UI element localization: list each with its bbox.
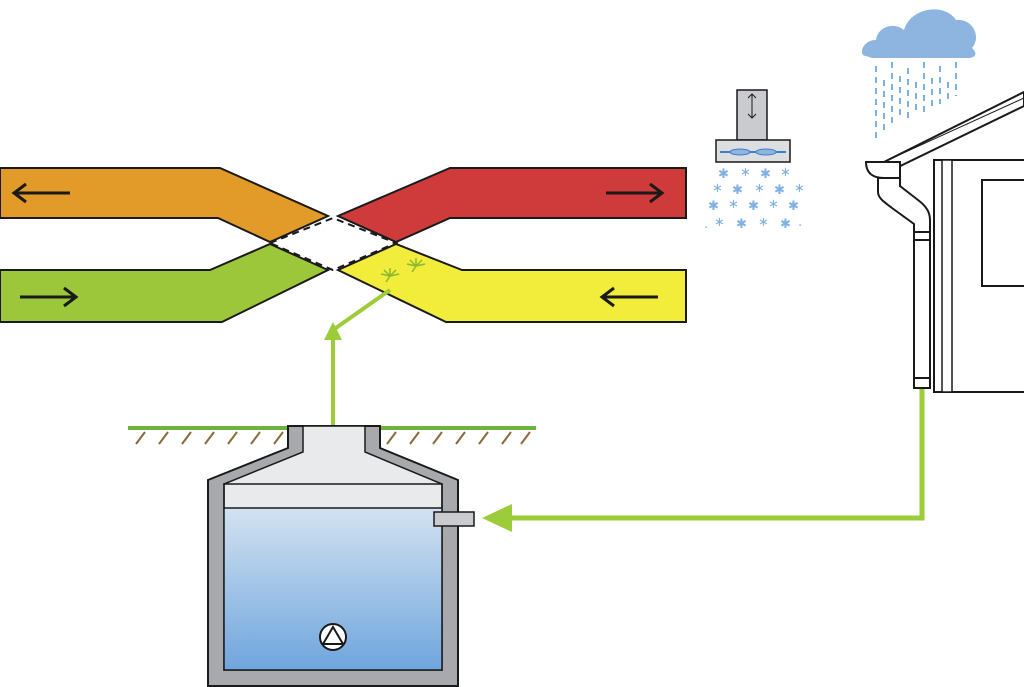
rain-icon <box>875 62 957 140</box>
svg-text:∗: ∗ <box>780 165 791 180</box>
svg-text:✱: ✱ <box>760 167 771 182</box>
ground-line <box>128 426 536 445</box>
svg-text:✱: ✱ <box>774 183 785 198</box>
svg-text:✱: ✱ <box>748 199 759 214</box>
rainwater-tank <box>207 425 475 687</box>
svg-text:∗: ∗ <box>712 181 723 196</box>
rain-collection-line <box>482 388 925 532</box>
pump-icon <box>319 623 347 651</box>
svg-text:∗: ∗ <box>714 215 725 230</box>
svg-text:∗: ∗ <box>768 197 779 212</box>
downpipe-icon <box>864 161 931 389</box>
arrow-right-icon <box>606 182 665 204</box>
svg-text:✱: ✱ <box>736 217 747 232</box>
supply-air-outlet-duct <box>0 242 331 323</box>
svg-text:∗: ∗ <box>740 165 751 180</box>
svg-text:∗: ∗ <box>728 197 739 212</box>
svg-text:∗: ∗ <box>754 181 765 196</box>
arrow-left-icon <box>11 182 70 204</box>
svg-text:✱: ✱ <box>708 199 719 214</box>
house-icon <box>882 90 1024 393</box>
supply-air-inlet-duct <box>335 242 687 323</box>
svg-text:·: · <box>704 221 708 236</box>
exhaust-air-outlet-duct <box>0 167 331 244</box>
heat-exchanger <box>0 167 687 323</box>
svg-text:✱: ✱ <box>718 167 729 182</box>
svg-text:∗: ∗ <box>794 181 805 196</box>
svg-text:·: · <box>798 219 802 234</box>
cloud-icon <box>861 9 977 58</box>
tank-inlet-pipe <box>433 511 475 527</box>
svg-text:✱: ✱ <box>732 183 743 198</box>
arrow-right-icon <box>20 286 79 308</box>
exhaust-air-inlet-duct <box>335 167 687 244</box>
spray-nozzle-icon: ✱∗✱∗ ∗✱∗✱∗ ✱∗✱∗✱ ∗✱∗✱ ·· <box>704 89 805 236</box>
crossing-zone <box>267 216 399 272</box>
svg-text:✱: ✱ <box>780 217 791 232</box>
svg-text:∗: ∗ <box>758 215 769 230</box>
svg-text:✱: ✱ <box>788 199 799 214</box>
spray-nozzle-icon <box>380 258 426 283</box>
arrow-left-icon <box>599 286 658 308</box>
